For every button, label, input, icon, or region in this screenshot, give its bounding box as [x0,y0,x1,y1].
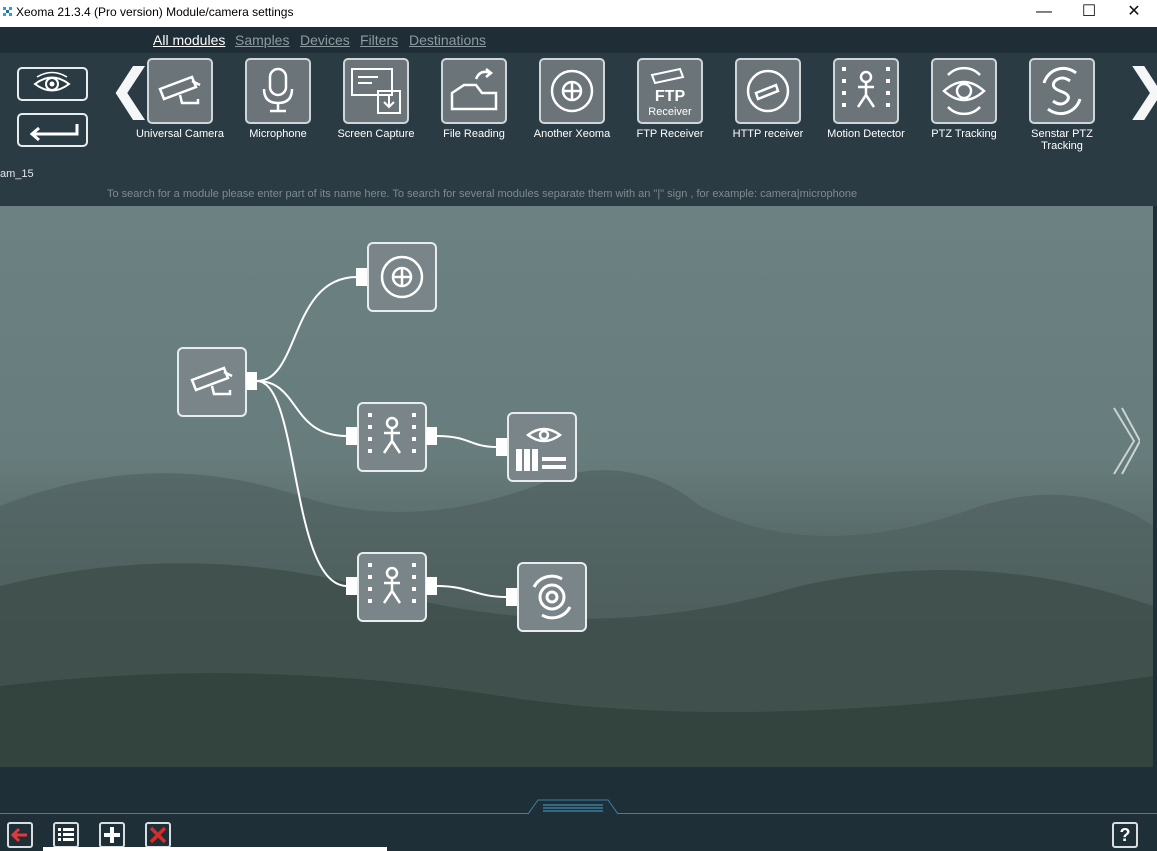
module-label: Senstar PTZ Tracking [1031,128,1093,152]
another-xeoma-icon [380,255,424,299]
motion-detector-icon [368,413,416,454]
list-icon [58,828,74,841]
ftp-badge-text: FTP [655,88,686,105]
file-reading-icon [441,58,507,124]
eye-icon [33,71,71,92]
tab-destinations[interactable]: Destinations [409,32,487,48]
another-xeoma-icon [539,58,605,124]
chain-node-ptz-target[interactable] [517,562,587,632]
module-microphone[interactable]: Microphone [229,58,327,140]
status-strip [43,847,387,851]
preview-mode-button[interactable] [17,67,88,101]
module-http-receiver[interactable]: HTTP receiver [719,58,817,140]
plus-icon [104,827,120,843]
motion-detector-2-input-port[interactable] [346,577,357,595]
camera-icon [147,58,213,124]
module-universal-camera[interactable]: Universal Camera [131,58,229,140]
tab-filters[interactable]: Filters [360,32,399,48]
ptz-target-input-port[interactable] [506,588,517,606]
minimize-button[interactable]: — [1036,3,1052,20]
chain-node-motion-detector-1[interactable] [357,402,427,472]
preview-archive-icon [516,427,566,471]
screen-capture-icon [343,58,409,124]
help-button[interactable]: ? [1112,822,1138,848]
module-label: FTP Receiver [636,128,704,140]
http-receiver-icon [735,58,801,124]
scroll-modules-left-button[interactable]: ❮ [108,57,154,120]
module-label: File Reading [443,128,505,140]
module-category-tabs: All modules Samples Devices Filters Dest… [0,27,1157,53]
module-label: Microphone [249,128,307,140]
module-ftp-receiver[interactable]: FTP Receiver FTP Receiver [621,58,719,140]
chain-node-universal-camera[interactable] [177,347,247,417]
expand-panel-handle[interactable] [528,799,618,815]
receiver-badge-text: Receiver [648,106,692,118]
preview-archive-input-port[interactable] [496,438,507,456]
camera-output-port[interactable] [246,372,257,390]
window-titlebar: Xeoma 21.3.4 (Pro version) Module/camera… [0,0,1157,27]
module-another-xeoma[interactable]: Another Xeoma [523,58,621,140]
another-xeoma-input-port[interactable] [356,268,367,286]
xeoma-app-icon [3,7,12,16]
module-screen-capture[interactable]: Screen Capture [327,58,425,140]
window-title: Xeoma 21.3.4 (Pro version) Module/camera… [16,5,294,19]
microphone-icon [245,58,311,124]
camera-icon [190,366,233,396]
motion-detector-icon [833,58,899,124]
tab-samples[interactable]: Samples [235,32,290,48]
ptz-target-icon [532,574,572,620]
motion-detector-1-output-port[interactable] [426,427,437,445]
ftp-receiver-icon: FTP Receiver [637,58,703,124]
back-button[interactable] [17,113,88,147]
module-label: Screen Capture [337,128,415,140]
tab-devices[interactable]: Devices [300,32,350,48]
scroll-modules-right-button[interactable]: ❯ [1124,62,1157,116]
chain-node-motion-detector-2[interactable] [357,552,427,622]
exit-button[interactable] [7,822,33,848]
camera-list-button[interactable] [53,822,79,848]
motion-detector-2-output-port[interactable] [426,577,437,595]
motion-detector-icon [368,563,416,604]
module-file-reading[interactable]: File Reading [425,58,523,140]
tab-all-modules[interactable]: All modules [153,32,226,48]
module-label: Universal Camera [135,128,225,140]
module-label: PTZ Tracking [931,128,997,140]
module-ptz-tracking[interactable]: PTZ Tracking [915,58,1013,140]
chain-node-another-xeoma[interactable] [367,242,437,312]
module-search-hint[interactable]: To search for a module please enter part… [107,188,858,200]
add-camera-button[interactable] [99,822,125,848]
camera-name: am_15 [0,168,34,180]
close-window-button[interactable]: ✕ [1127,3,1141,20]
ptz-tracking-icon [931,58,997,124]
vertical-scrollbar[interactable] [1153,206,1157,767]
maximize-button[interactable]: ☐ [1081,3,1097,20]
module-label: HTTP receiver [732,128,804,140]
motion-detector-1-input-port[interactable] [346,427,357,445]
senstar-ptz-icon [1029,58,1095,124]
return-arrow-icon [29,124,79,142]
module-motion-detector[interactable]: Motion Detector [817,58,915,140]
next-camera-chevron-icon[interactable] [1110,404,1140,478]
red-arrow-left-icon [10,827,27,843]
chain-node-preview-archive[interactable] [507,412,577,482]
delete-camera-button[interactable] [145,822,171,848]
module-senstar-ptz-tracking[interactable]: Senstar PTZ Tracking [1013,58,1111,152]
red-x-icon [149,826,167,844]
module-label: Another Xeoma [533,128,611,140]
module-label: Motion Detector [827,128,905,140]
